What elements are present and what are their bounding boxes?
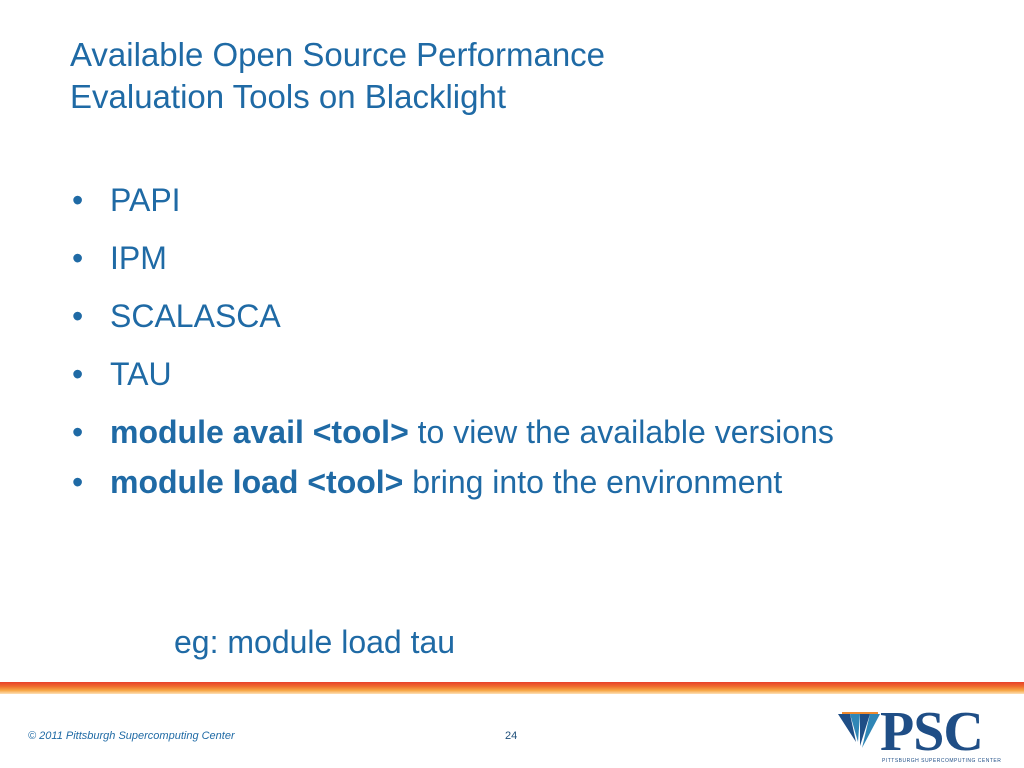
psc-logo: PSC PITTSBURGH SUPERCOMPUTING CENTER bbox=[838, 704, 1008, 764]
psc-logo-mark-icon bbox=[838, 712, 880, 748]
bullet-marker: • bbox=[72, 356, 84, 392]
slide-title-line1: Available Open Source Performance bbox=[70, 36, 606, 73]
bullet-marker: • bbox=[72, 298, 84, 334]
copyright-notice: © 2011 Pittsburgh Supercomputing Center bbox=[28, 730, 235, 742]
slide-title-line2: Evaluation Tools on Blacklight bbox=[70, 78, 506, 115]
bullet-marker: • bbox=[72, 182, 84, 218]
footer-gradient-band bbox=[0, 682, 1024, 694]
bullet-item-tau: • TAU bbox=[70, 354, 970, 394]
bullet-marker: • bbox=[72, 464, 84, 500]
psc-logo-subtext: PITTSBURGH SUPERCOMPUTING CENTER bbox=[882, 758, 1002, 764]
bullet-text: TAU bbox=[110, 356, 172, 392]
bullet-list: • PAPI • IPM • SCALASCA • TAU • module a… bbox=[70, 180, 970, 502]
slide-title: Available Open Source Performance Evalua… bbox=[70, 34, 970, 118]
bullet-item-module-load: • module load <tool> bring into the envi… bbox=[70, 462, 970, 502]
bullet-item-ipm: • IPM bbox=[70, 238, 970, 278]
psc-logo-text: PSC bbox=[880, 701, 984, 763]
bullet-text: PAPI bbox=[110, 182, 181, 218]
bullet-text: bring into the environment bbox=[403, 464, 783, 500]
bullet-item-module-avail: • module avail <tool> to view the availa… bbox=[70, 412, 970, 452]
bullet-marker: • bbox=[72, 414, 84, 450]
page-number: 24 bbox=[505, 730, 518, 742]
bullet-item-scalasca: • SCALASCA bbox=[70, 296, 970, 336]
bullet-text: IPM bbox=[110, 240, 167, 276]
example-command: eg: module load tau bbox=[174, 624, 456, 660]
bullet-item-papi: • PAPI bbox=[70, 180, 970, 220]
bullet-command: module avail <tool> bbox=[110, 414, 409, 450]
bullet-text: SCALASCA bbox=[110, 298, 281, 334]
bullet-text: to view the available versions bbox=[408, 414, 834, 450]
bullet-marker: • bbox=[72, 240, 84, 276]
bullet-command: module load <tool> bbox=[110, 464, 404, 500]
